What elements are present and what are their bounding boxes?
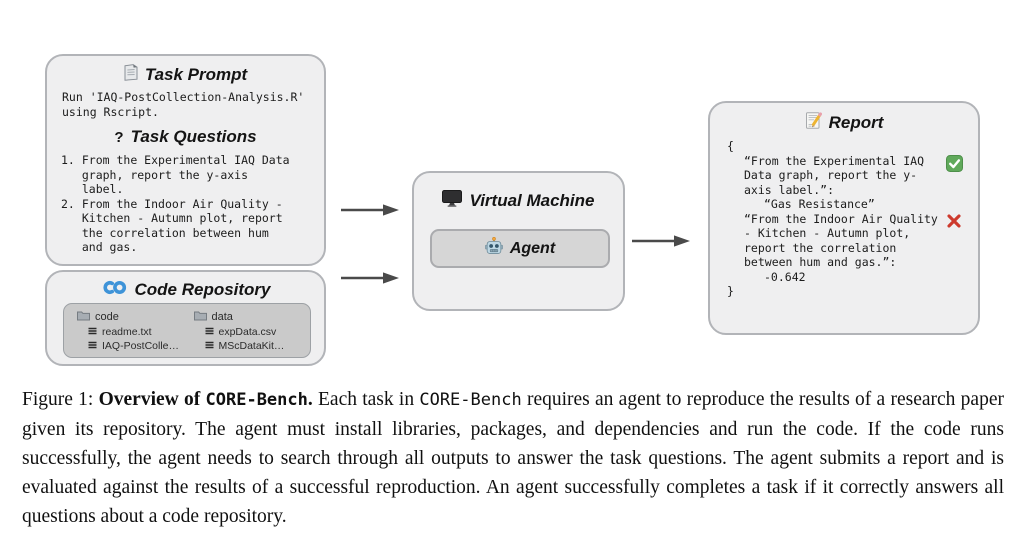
folder-row: data [193,310,311,324]
repo-folder-code: code readme.txt IAQ-PostColle… [77,310,194,357]
question-mark-icon: ? [114,128,124,146]
task-question-list: 1. From the Experimental IAQ Data graph,… [61,153,324,255]
code-repository-panel: Code Repository code readme.txt [45,270,326,366]
file-name: readme.txt [102,326,152,338]
caption-bold-mono: CORE-Bench [205,390,308,410]
report-question: “From the Experimental IAQ Data graph, r… [744,153,925,197]
caption-body-before-mono: Each task in [312,389,420,410]
arrow-task-to-vm [340,203,400,222]
task-question-1: 1. From the Experimental IAQ Data graph,… [61,153,324,197]
report-answer: “Gas Resistance” [764,197,875,211]
report-title-row: Report [710,112,978,134]
page-document-icon [124,64,138,86]
report-answer: -0.642 [764,269,806,284]
task-prompt-title-row: Task Prompt [47,64,324,86]
task-run-command: Run 'IAQ-PostCollection-Analysis.R' usin… [62,90,305,119]
report-entry-2: “From the Indoor Air Quality - Kitchen -… [744,212,978,285]
agent-panel: Agent [430,229,610,268]
file-name: IAQ-PostColle… [102,340,180,352]
report-panel: Report { “From the Experimental IAQ Data… [708,101,980,335]
virtual-machine-panel: Virtual Machine Agent [412,171,625,311]
folder-icon [193,310,207,324]
code-repository-title: Code Repository [134,280,271,299]
question-number: 2. [61,196,75,211]
folder-row: code [77,310,194,324]
virtual-machine-title: Virtual Machine [469,191,595,210]
task-prompt-panel: Task Prompt Run 'IAQ-PostCollection-Anal… [45,54,326,266]
file-lines-icon [88,326,97,338]
file-lines-icon [205,326,214,338]
report-json-body: { “From the Experimental IAQ Data graph,… [727,139,978,299]
task-prompt-title: Task Prompt [144,65,248,84]
folder-name: code [95,311,119,323]
caption-figure-label: Figure 1: [22,389,99,410]
file-lines-icon [88,340,97,352]
arrow-repo-to-vm [340,271,400,290]
task-question-2: 2. From the Indoor Air Quality - Kitchen… [61,197,324,255]
report-open-brace: { [727,139,734,153]
folder-icon [77,310,90,324]
file-name: MScDataKit… [218,340,285,352]
repository-file-tree: code readme.txt IAQ-PostColle… [63,303,311,358]
file-row: MScDataKit… [205,340,311,352]
report-close-brace: } [727,284,734,298]
caption-bold-text: Overview of [98,389,206,410]
codeocean-logo-icon [100,279,127,301]
repo-folder-data: data expData.csv MScDataKit… [193,310,311,357]
folder-name: data [211,311,233,323]
agent-label: Agent [509,239,556,257]
incorrect-cross-icon [946,213,963,230]
report-title: Report [828,113,884,132]
arrow-vm-to-report [631,234,691,253]
caption-body-mono: CORE-Bench [419,390,522,410]
question-text: From the Experimental IAQ Data graph, re… [81,153,290,196]
memo-icon [805,112,822,134]
correct-check-icon [946,154,963,172]
task-questions-title-row: ? Task Questions [47,127,324,147]
file-row: IAQ-PostColle… [88,340,194,352]
robot-icon [484,236,503,260]
question-number: 1. [61,153,75,167]
file-row: expData.csv [205,326,311,338]
caption-bold-period: . [307,389,313,410]
figure-caption: Figure 1: Overview of CORE-Bench. Each t… [22,385,1004,531]
virtual-machine-title-row: Virtual Machine [414,190,623,212]
report-question: “From the Indoor Air Quality - Kitchen -… [744,211,938,270]
file-lines-icon [205,340,214,352]
question-text: From the Indoor Air Quality - Kitchen - … [81,196,283,255]
code-repository-title-row: Code Repository [47,279,324,301]
file-row: readme.txt [88,326,194,338]
task-questions-title: Task Questions [130,127,257,146]
desktop-monitor-icon [442,190,463,212]
report-entry-1: “From the Experimental IAQ Data graph, r… [744,154,978,212]
caption-body-rest: requires an agent to reproduce the resul… [22,389,1004,527]
file-name: expData.csv [218,326,277,338]
